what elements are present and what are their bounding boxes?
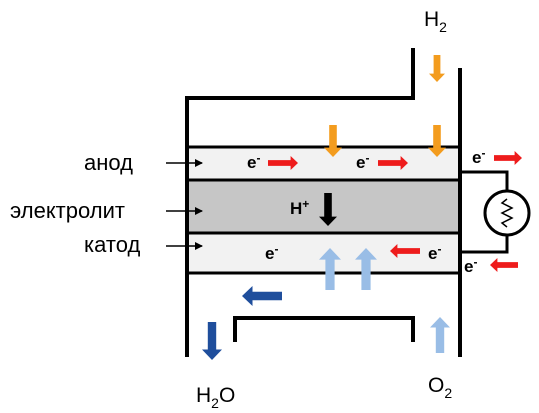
hydrogen-gas-label: H2 [424, 8, 447, 35]
external-circuit [460, 170, 531, 254]
top-housing-wall [185, 48, 415, 357]
hydrogen-arrow-anode-2 [428, 125, 446, 157]
electron-label-circuit-top: e- [472, 146, 485, 167]
water-arrow-left [242, 286, 282, 306]
electron-arrow-anode-2 [378, 156, 408, 170]
electron-label-anode-1: e- [247, 151, 260, 172]
hydrogen-arrow-anode-1 [324, 125, 342, 157]
housing-walls [185, 48, 462, 357]
electron-arrow-anode-1 [268, 156, 298, 170]
water-outlet-arrow [202, 322, 222, 360]
anode-layer [185, 145, 462, 182]
proton-arrow [319, 193, 337, 226]
electron-arrow-circuit-bottom [490, 258, 518, 272]
oxygen-gas-label: O2 [428, 374, 452, 401]
electron-label-cathode-2: e- [428, 242, 441, 263]
electrolyte-layer [185, 178, 462, 235]
electrolyte-label: электролит [10, 198, 125, 223]
water-label: H2O [196, 384, 235, 411]
proton-label: H+ [290, 197, 309, 218]
hydrogen-inlet-arrow [429, 55, 445, 82]
side-labels: анод электролит катод [10, 150, 203, 257]
circuit-wire-top [460, 170, 509, 190]
flow-arrows [202, 55, 522, 360]
electron-arrow-cathode [390, 244, 420, 258]
oxygen-arrow-cathode-1 [319, 248, 341, 290]
electron-label-anode-2: e- [356, 151, 369, 172]
electron-arrow-circuit-top [494, 151, 522, 165]
oxygen-arrow-cathode-2 [355, 248, 377, 290]
electron-label-circuit-bottom: e- [464, 255, 477, 276]
cathode-label: катод [84, 232, 140, 257]
load-resistor [483, 189, 531, 237]
resistor-zigzag-icon [500, 198, 514, 228]
bottom-inner-wall [233, 316, 415, 342]
electron-labels: e- e- e- e- e- e- [247, 146, 485, 276]
anode-label: анод [84, 150, 133, 175]
oxygen-inlet-arrow [430, 317, 450, 353]
electron-label-cathode-1: e- [265, 242, 278, 263]
circuit-wire-bottom [460, 236, 509, 254]
